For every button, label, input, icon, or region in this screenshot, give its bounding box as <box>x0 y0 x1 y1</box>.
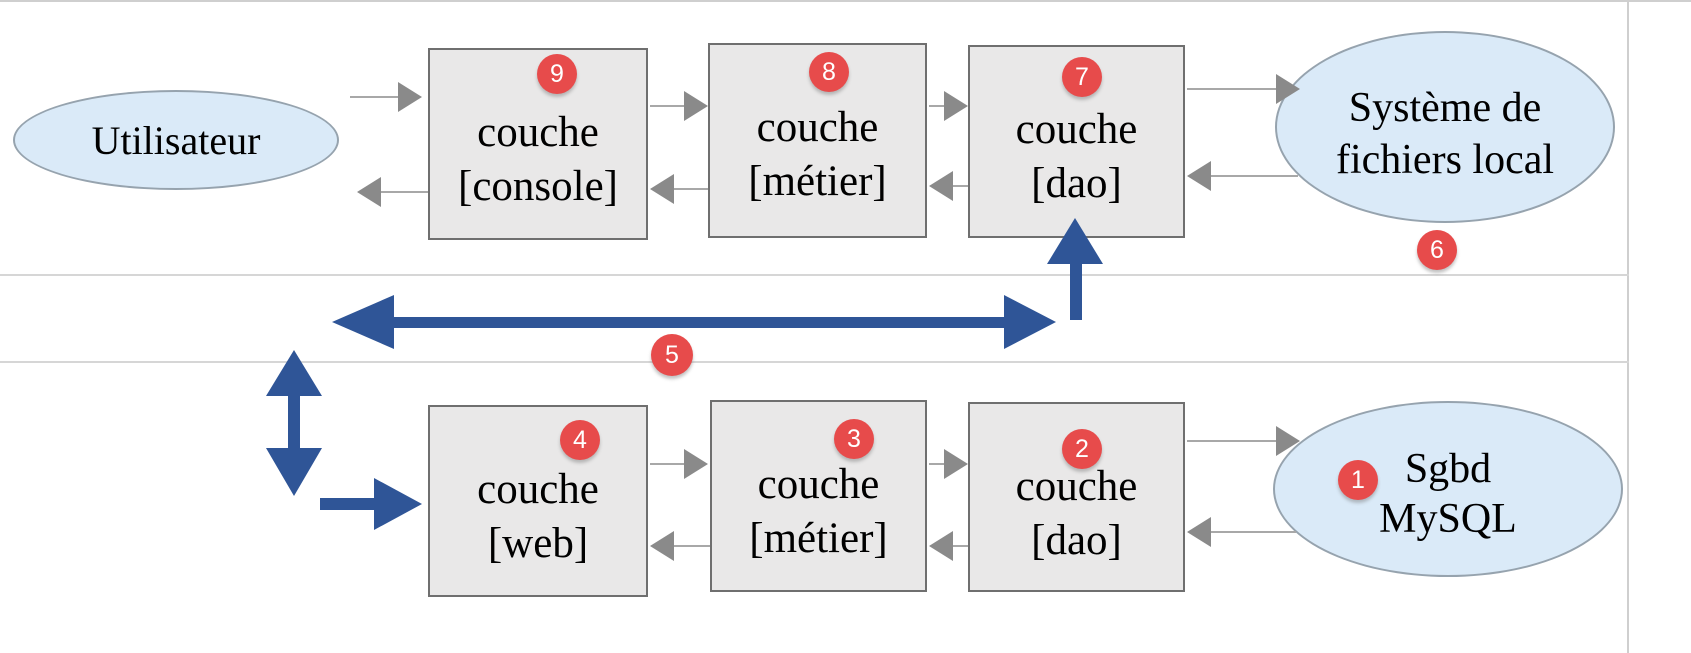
arrow-mysql-to-dao2-head <box>1187 517 1211 547</box>
box-couche-metier-bottom-line2: [métier] <box>749 515 888 562</box>
filesystem-ellipse: Système de fichiers local <box>1275 31 1615 223</box>
arrow-console-to-metier-shaft <box>650 105 684 107</box>
box-couche-metier-top-line2: [métier] <box>748 158 887 205</box>
box-couche-metier-bottom: couche [métier] 3 <box>710 400 927 592</box>
badge-4: 4 <box>560 420 600 460</box>
row-divider-lower <box>0 361 1629 363</box>
box-couche-dao-top-line1: couche <box>1015 106 1138 153</box>
box-couche-web-line2: [web] <box>487 520 589 567</box>
arrow-dao-to-filesystem-shaft <box>1187 88 1277 90</box>
badge-6-number: 6 <box>1430 235 1444 264</box>
arrow-console-to-user-shaft <box>381 191 428 193</box>
arrow-metier-to-dao2-head <box>944 449 968 479</box>
box-couche-console-line2: [console] <box>458 163 618 210</box>
arrow-web-to-metier-shaft <box>650 463 684 465</box>
box-couche-metier-top-line1: couche <box>756 104 879 151</box>
box-couche-console: couche [console] 9 <box>428 48 648 240</box>
blue-vertical-double-arrow-top-head <box>266 350 322 396</box>
badge-8-number: 8 <box>822 57 836 86</box>
box-couche-dao-bottom: couche [dao] 2 <box>968 402 1185 592</box>
row-divider-upper <box>0 274 1629 276</box>
blue-web-arrow-head <box>374 478 422 530</box>
box-couche-dao-top-line2: [dao] <box>1031 160 1122 207</box>
box-couche-metier-bottom-line1: couche <box>757 461 880 508</box>
badge-1-number: 1 <box>1351 465 1365 494</box>
badge-8: 8 <box>809 52 849 92</box>
arrow-filesystem-to-dao-shaft <box>1211 175 1298 177</box>
blue-up-arrow-shaft <box>1070 262 1082 320</box>
arrow-metier-to-web-shaft <box>674 545 710 547</box>
badge-6: 6 <box>1417 230 1457 270</box>
arrow-metier-to-dao2-shaft <box>929 463 945 465</box>
user-ellipse: Utilisateur <box>13 90 339 190</box>
box-couche-metier-top-label: couche [métier] <box>710 101 925 209</box>
user-label: Utilisateur <box>91 117 261 163</box>
mysql-ellipse: Sgbd MySQL <box>1273 401 1623 577</box>
box-couche-console-label: couche [console] <box>430 106 646 214</box>
box-couche-web: couche [web] 4 <box>428 405 648 597</box>
arrow-metier-to-dao-shaft <box>929 105 945 107</box>
blue-horizontal-arrow-shaft <box>392 317 1004 328</box>
box-couche-dao-top: couche [dao] 7 <box>968 45 1185 238</box>
blue-up-arrow-head <box>1047 218 1103 264</box>
badge-5: 5 <box>651 334 693 376</box>
blue-vertical-double-arrow-bottom-head <box>266 448 322 496</box>
filesystem-label-line1: Système de <box>1348 85 1542 131</box>
box-couche-dao-bottom-label: couche [dao] <box>970 460 1183 568</box>
frame-right-line <box>1627 2 1629 653</box>
box-couche-web-line1: couche <box>477 466 599 513</box>
blue-horizontal-arrow-left-head <box>332 295 394 349</box>
badge-7-number: 7 <box>1075 62 1089 91</box>
blue-web-arrow-shaft <box>320 498 376 510</box>
badge-2: 2 <box>1062 429 1102 469</box>
frame-top-line <box>0 0 1691 2</box>
mysql-label-line1: Sgbd <box>1404 446 1492 492</box>
arrow-web-to-metier-head <box>684 449 708 479</box>
arrow-console-to-metier-head <box>684 91 708 121</box>
badge-9-number: 9 <box>550 59 564 88</box>
badge-3-number: 3 <box>847 424 861 453</box>
blue-vertical-double-arrow-shaft <box>288 394 300 448</box>
badge-7: 7 <box>1062 57 1102 97</box>
arrow-dao2-to-metier-shaft <box>953 545 968 547</box>
arrow-metier-to-web-head <box>650 531 674 561</box>
arrow-metier-to-console-shaft <box>674 188 708 190</box>
badge-1: 1 <box>1338 460 1378 500</box>
arrow-user-to-console-head <box>398 82 422 112</box>
arrow-user-to-console-shaft <box>350 96 398 98</box>
arrow-dao-to-filesystem-head <box>1276 74 1300 104</box>
badge-9: 9 <box>537 54 577 94</box>
arrow-dao2-to-mysql-shaft <box>1187 440 1277 442</box>
box-couche-web-label: couche [web] <box>430 463 646 571</box>
arrow-filesystem-to-dao-head <box>1187 161 1211 191</box>
arrow-metier-to-console-head <box>650 174 674 204</box>
box-couche-dao-top-label: couche [dao] <box>970 103 1183 211</box>
badge-5-number: 5 <box>665 340 679 369</box>
box-couche-metier-top: couche [métier] 8 <box>708 43 927 238</box>
box-couche-metier-bottom-label: couche [métier] <box>712 458 925 566</box>
arrow-dao-to-metier-shaft <box>953 185 968 187</box>
box-couche-console-line1: couche <box>477 109 599 156</box>
blue-horizontal-arrow-right-head <box>1004 295 1056 349</box>
arrow-dao2-to-metier-head <box>929 531 953 561</box>
mysql-label-line2: MySQL <box>1379 496 1517 542</box>
arrow-mysql-to-dao2-shaft <box>1211 531 1296 533</box>
badge-3: 3 <box>834 419 874 459</box>
filesystem-label-line2: fichiers local <box>1335 137 1555 183</box>
badge-2-number: 2 <box>1075 434 1089 463</box>
arrow-dao2-to-mysql-head <box>1276 426 1300 456</box>
arrow-dao-to-metier-head <box>929 171 953 201</box>
box-couche-dao-bottom-line2: [dao] <box>1031 517 1122 564</box>
badge-4-number: 4 <box>573 425 587 454</box>
arrow-metier-to-dao-head <box>944 91 968 121</box>
box-couche-dao-bottom-line1: couche <box>1015 463 1138 510</box>
arrow-console-to-user-head <box>357 177 381 207</box>
